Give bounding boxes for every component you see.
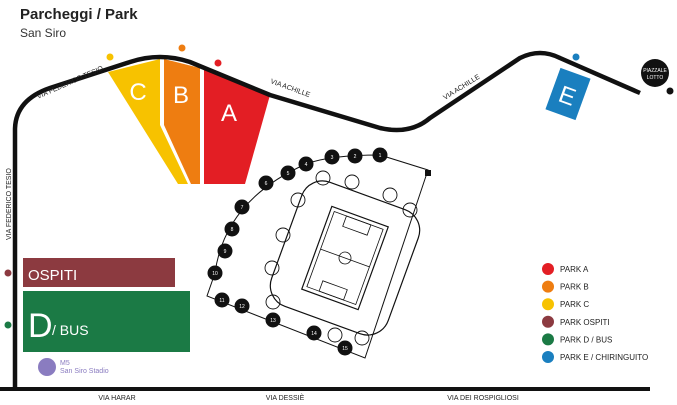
legend: PARK A PARK B PARK C PARK OSPITI PARK D / BU…: [542, 263, 648, 363]
gate-marker: [265, 312, 281, 328]
legend-swatch: [542, 280, 554, 293]
gate-number: 8: [231, 227, 234, 233]
gate-marker: [298, 156, 314, 172]
gate-marker: [324, 149, 340, 165]
gate-number: 14: [311, 331, 317, 337]
park-a-area[interactable]: [204, 69, 270, 184]
stadium-tower: [354, 330, 370, 346]
park-d-bus-area[interactable]: [23, 291, 190, 352]
park-ospiti-label: OSPITI: [28, 267, 77, 284]
stadium-tower: [402, 202, 418, 218]
road-label-harar: VIA HARAR: [98, 395, 135, 402]
road-label-rospigliosi: VIA DEI ROSPIGLIOSI: [447, 395, 519, 402]
road-label-federico-tesio: VIA FEDERICO TESIO: [36, 65, 105, 101]
park-ospiti-area[interactable]: [23, 258, 175, 287]
legend-label: PARK D / BUS: [560, 335, 612, 344]
stadium-tower: [327, 327, 343, 343]
park-e-area[interactable]: E: [545, 67, 591, 121]
park-b-entry-icon: [178, 44, 186, 52]
road-label-federico-tesio-side: VIA FEDERICO TESIO: [6, 168, 13, 240]
stadium-tower: [344, 174, 360, 190]
stadium-stands: [269, 180, 421, 336]
legend-swatch: [542, 263, 554, 275]
piazzale-label-1: PIAZZALE: [643, 68, 667, 74]
metro-station: San Siro Stadio: [60, 368, 109, 375]
football-pitch: [300, 205, 390, 311]
stadium-tower: [265, 294, 281, 310]
piazzale-lotto: PIAZZALE LOTTO: [641, 59, 674, 95]
legend-swatch: [542, 351, 554, 363]
gate-number: 9: [224, 249, 227, 255]
legend-label: PARK B: [560, 283, 589, 292]
park-d-letter: D: [28, 307, 53, 345]
gate-marker: [234, 298, 250, 314]
park-a-letter: A: [221, 100, 237, 127]
legend-swatch: [542, 298, 554, 311]
page-title: Parcheggi / Park: [20, 6, 138, 23]
ospiti-entry-icon: [4, 269, 12, 277]
gate-marker: [337, 340, 353, 356]
metro-icon: [38, 358, 56, 376]
gate-marker: [372, 147, 388, 163]
stadium-tower: [264, 260, 280, 276]
gate-number: 13: [270, 318, 276, 324]
metro-line: M5: [60, 360, 70, 367]
gate-number: 12: [239, 304, 245, 310]
gate-marker: [217, 243, 233, 259]
stadium-tower: [275, 227, 291, 243]
gate-number: 7: [241, 205, 244, 211]
gate-number: 6: [265, 181, 268, 187]
gate-number: 2: [354, 154, 357, 160]
gate-marker: [258, 175, 274, 191]
page-subtitle: San Siro: [20, 26, 66, 40]
gate-number: 3: [331, 155, 334, 161]
stadium-tower: [382, 187, 398, 203]
park-d-suffix: / BUS: [52, 322, 89, 338]
park-d-entry-icon: [4, 321, 12, 329]
park-a-entry-icon: [214, 59, 222, 67]
gate-marker: [306, 325, 322, 341]
gate-number: 10: [212, 271, 218, 277]
legend-label: PARK OSPITI: [560, 318, 610, 327]
road-main: [12, 50, 641, 390]
park-b-letter: B: [173, 82, 189, 109]
piazzale-label-2: LOTTO: [647, 75, 664, 81]
gate-marker: [207, 265, 223, 281]
gate-number: 15: [342, 346, 348, 352]
gate-number: 11: [219, 298, 224, 304]
arrow-right-icon: [666, 87, 674, 95]
gate-number: 1: [379, 153, 382, 159]
gate-number: 5: [287, 171, 290, 177]
gate-marker: [347, 148, 363, 164]
park-c-entry-icon: [106, 53, 114, 61]
park-c-letter: C: [129, 79, 146, 106]
park-e-entry-icon: [572, 53, 580, 61]
legend-label: PARK C: [560, 300, 589, 309]
stadium-tower: [315, 170, 331, 186]
park-c-area[interactable]: [108, 59, 188, 184]
legend-label: PARK E / CHIRINGUITO: [560, 353, 648, 362]
gate-marker: [234, 199, 250, 215]
legend-swatch: [542, 315, 554, 328]
legend-label: PARK A: [560, 265, 589, 274]
stadium-corner: [425, 170, 431, 176]
gate-marker: [214, 292, 230, 308]
park-b-area[interactable]: [164, 59, 200, 184]
gate-number: 4: [305, 162, 308, 168]
gate-marker: [224, 221, 240, 237]
road-label-dessie: VIA DESSIÈ: [266, 393, 305, 402]
stadium-tower: [290, 192, 306, 208]
legend-swatch: [542, 333, 554, 346]
gate-marker: [280, 165, 296, 181]
